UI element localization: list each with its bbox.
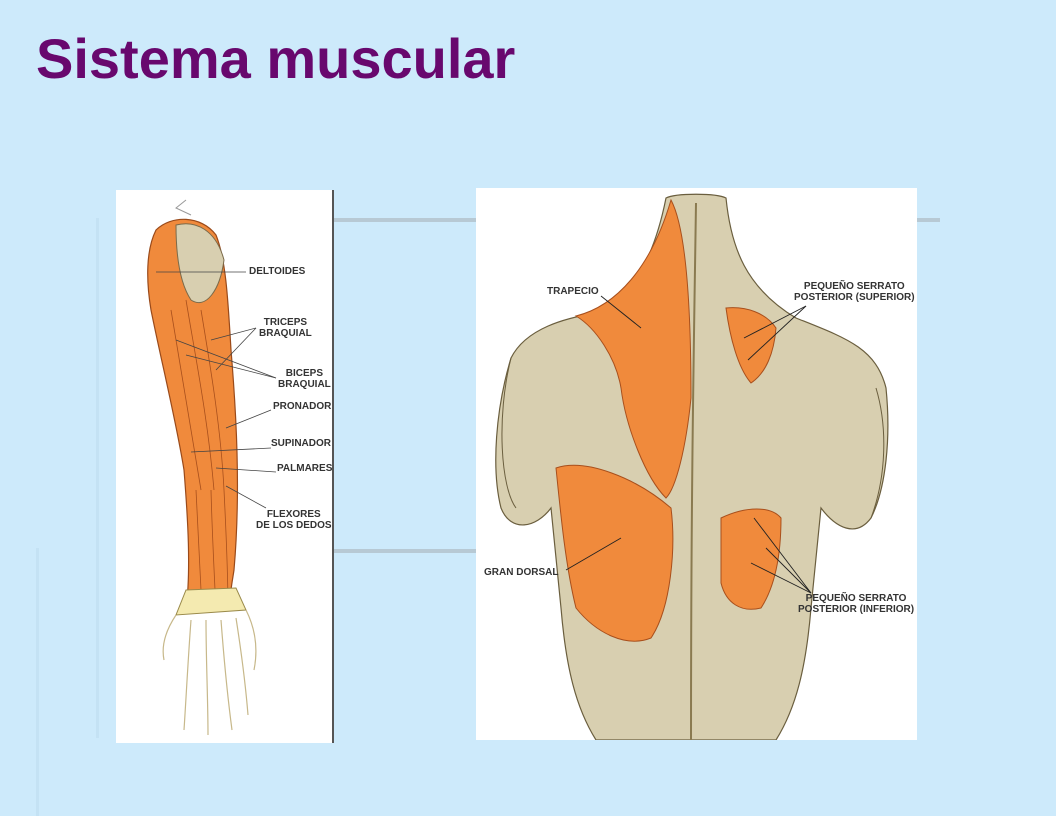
label-deltoides: DELTOIDES xyxy=(249,266,306,277)
arm-drawing xyxy=(147,199,277,736)
label-flexores-de-los-dedos: FLEXORES DE LOS DEDOS xyxy=(256,509,332,531)
trapezius-muscle xyxy=(574,198,692,499)
hand-outline xyxy=(162,609,257,736)
label-pequeno-serrato-superior: PEQUEÑO SERRATO POSTERIOR (SUPERIOR) xyxy=(794,281,915,303)
right-arm-stump xyxy=(870,387,885,519)
label-supinador: SUPINADOR xyxy=(271,438,332,449)
spine xyxy=(690,202,697,740)
serratus-superior-muscle xyxy=(725,307,777,384)
wrist-band xyxy=(175,587,247,616)
deltoid-cap xyxy=(175,223,225,303)
decorative-line-left-2 xyxy=(36,548,39,816)
decorative-line-middle xyxy=(334,549,476,553)
arm-muscles-illustration: DELTOIDES TRICEPS BRAQUIAL BICEPS BRAQUI… xyxy=(116,190,334,743)
label-triceps-braquial: TRICEPS BRAQUIAL xyxy=(259,317,312,339)
latissimus-dorsi-muscle xyxy=(555,464,674,642)
back-muscles-illustration: TRAPECIO PEQUEÑO SERRATO POSTERIOR (SUPE… xyxy=(476,188,917,740)
label-biceps-braquial: BICEPS BRAQUIAL xyxy=(278,368,331,390)
left-arm-stump xyxy=(501,357,517,509)
label-pronador: PRONADOR xyxy=(273,401,332,412)
decorative-line-left xyxy=(96,218,99,738)
back-drawing xyxy=(495,193,889,740)
label-gran-dorsal: GRAN DORSAL xyxy=(484,567,559,578)
slide-title: Sistema muscular xyxy=(36,27,516,90)
label-trapecio: TRAPECIO xyxy=(547,286,599,297)
label-palmares: PALMARES xyxy=(277,463,333,474)
label-pequeno-serrato-inferior: PEQUEÑO SERRATO POSTERIOR (INFERIOR) xyxy=(798,593,915,615)
